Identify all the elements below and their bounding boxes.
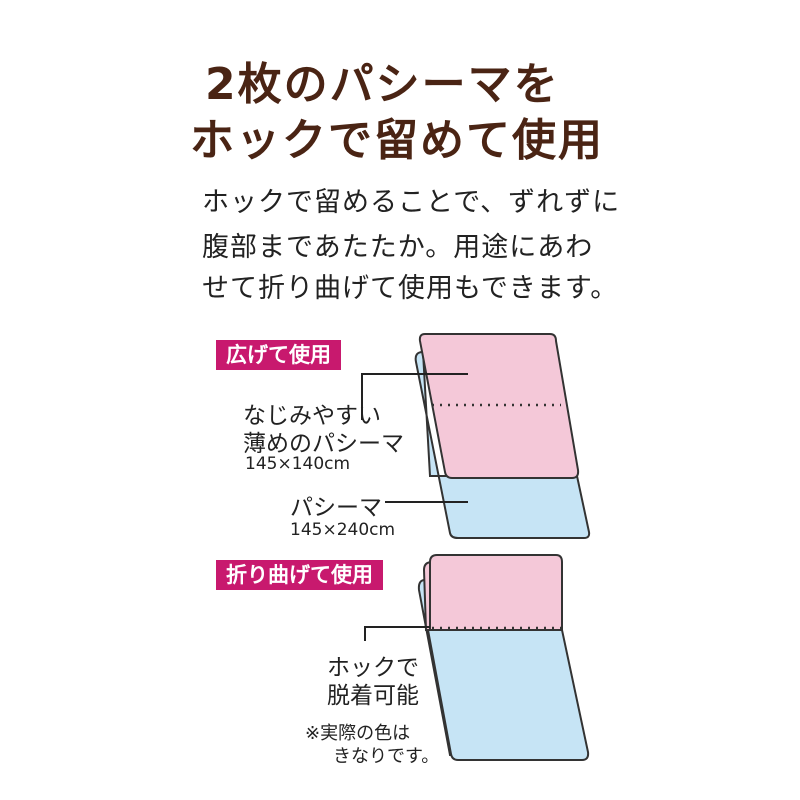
thin-pashima-label-2: 薄めのパシーマ bbox=[243, 431, 404, 457]
title-line-1: 2枚のパシーマを bbox=[205, 59, 560, 110]
thin-pashima-label-1: なじみやすい bbox=[243, 403, 381, 429]
title-line-2: ホックで留めて使用 bbox=[190, 115, 604, 166]
main-pashima-size: 145×240cm bbox=[290, 520, 396, 540]
description-line-3: せて折り曲げて使用もできます。 bbox=[202, 273, 619, 304]
thin-leader-line bbox=[361, 373, 468, 420]
hook-label-2: 脱着可能 bbox=[327, 683, 419, 709]
open-use-tag: 広げて使用 bbox=[216, 340, 341, 370]
folded-use-tag: 折り曲げて使用 bbox=[216, 560, 383, 590]
color-note-1: ※実際の色は bbox=[305, 723, 411, 744]
thin-pashima-sheet bbox=[418, 333, 580, 479]
open-diagram bbox=[361, 333, 591, 539]
main-pashima-label: パシーマ bbox=[290, 495, 382, 521]
thin-pashima-size: 145×140cm bbox=[245, 454, 351, 474]
color-note-2: きなりです。 bbox=[333, 746, 440, 767]
folded-diagram bbox=[364, 554, 590, 761]
hook-label-1: ホックで bbox=[327, 655, 419, 681]
hook-leader-line bbox=[364, 626, 430, 641]
description-line-1: ホックで留めることで、ずれずに bbox=[202, 187, 621, 218]
main-pashima-sheet bbox=[414, 350, 591, 539]
folded-blue-sheet bbox=[426, 629, 590, 761]
folded-pink-sheet bbox=[429, 554, 563, 631]
description-line-2: 腹部まであたたか。用途にあわ bbox=[202, 232, 594, 263]
